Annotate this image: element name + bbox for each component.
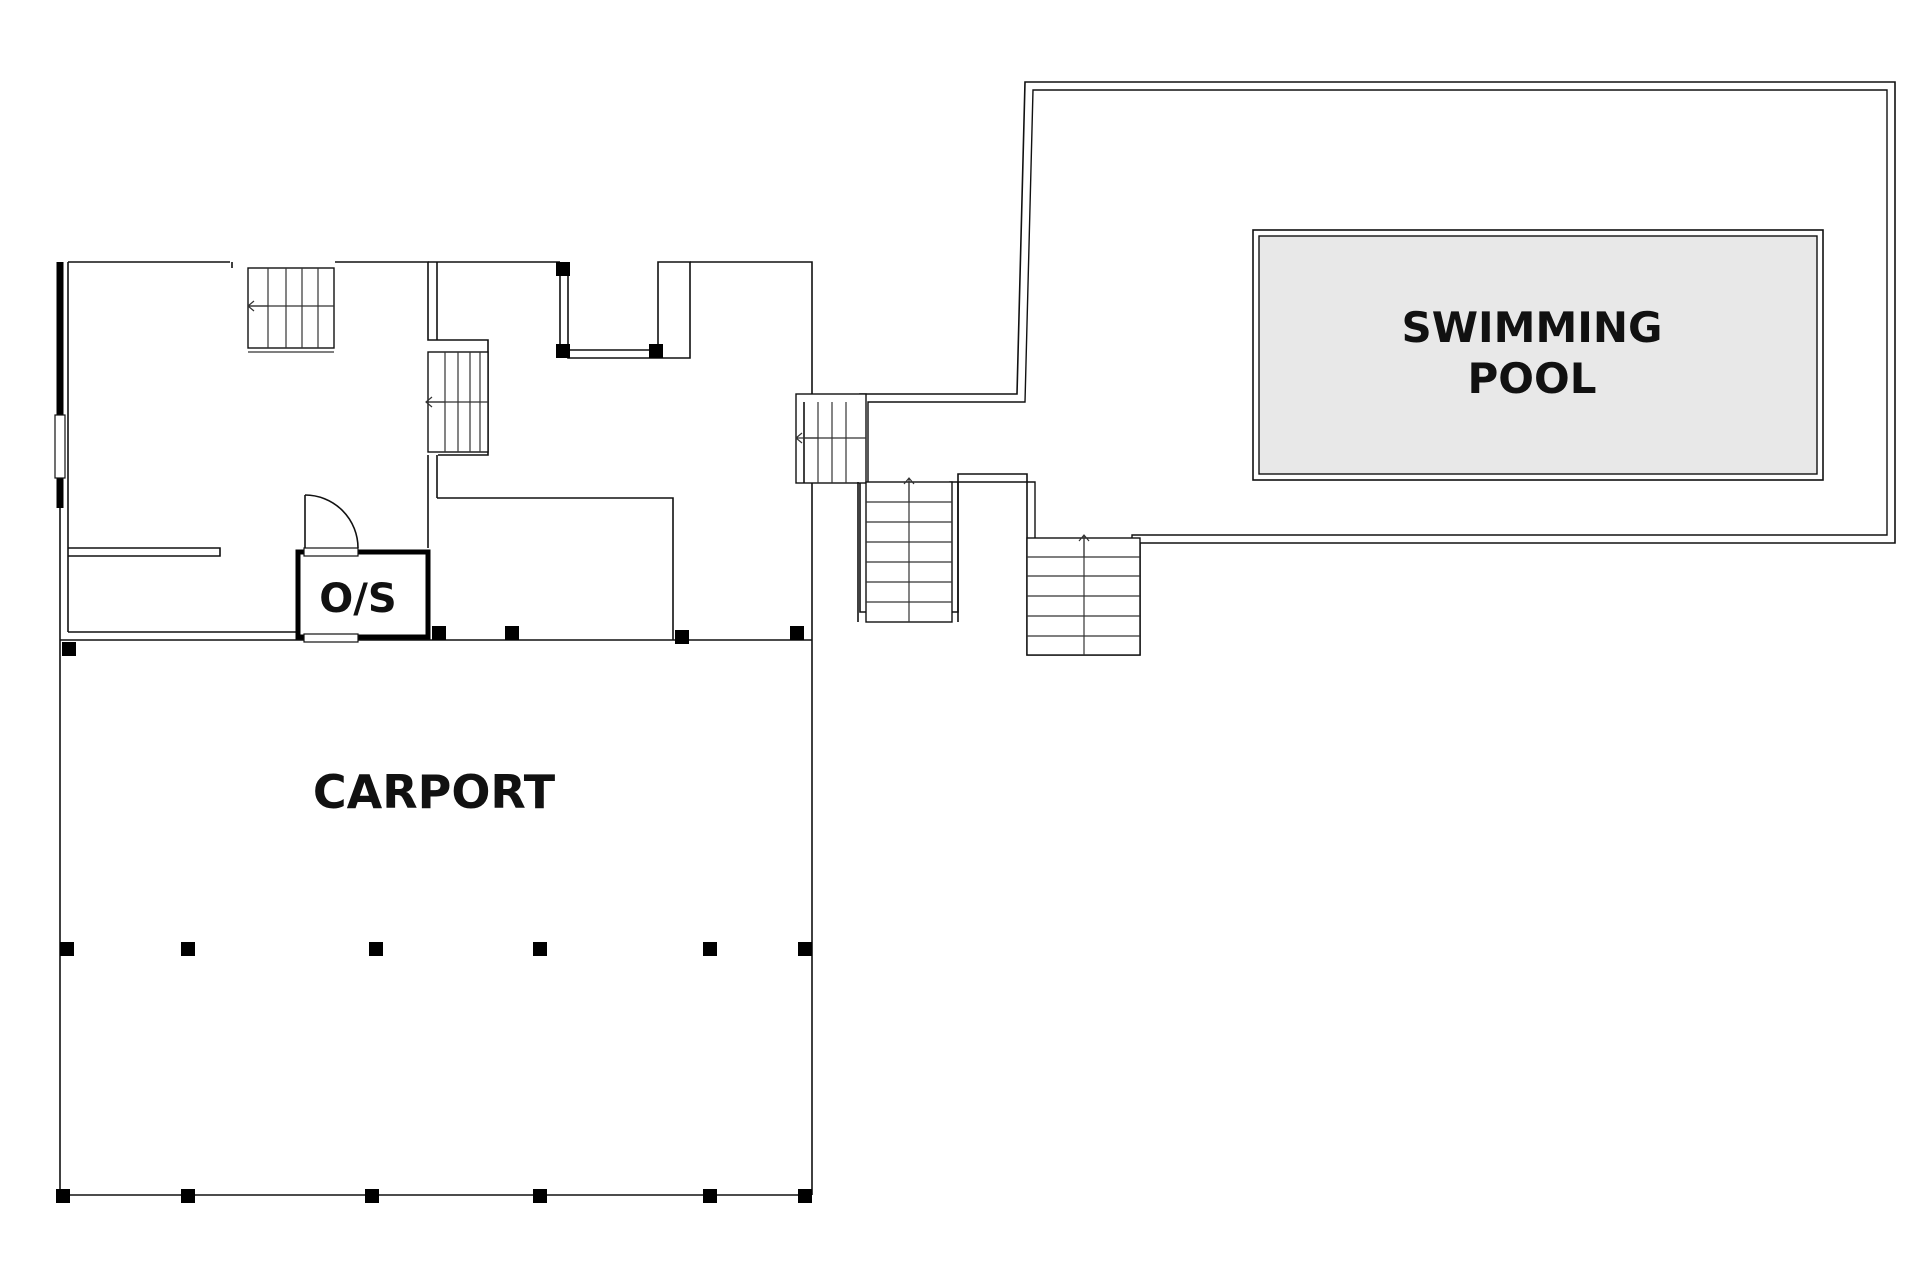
outdoor-storage: O/S	[295, 547, 431, 643]
stair-center	[425, 351, 489, 453]
stair-right-down	[1026, 534, 1141, 656]
window	[54, 414, 66, 479]
carport-label: CARPORT	[313, 765, 556, 819]
carport: CARPORT	[59, 640, 813, 1196]
outdoor-storage-label: O/S	[319, 576, 396, 622]
swimming-pool-label-line2: POOL	[1468, 354, 1597, 403]
stair-deck-landing	[795, 393, 867, 484]
swimming-pool-label-line1: SWIMMING	[1401, 303, 1662, 352]
structural-posts	[56, 262, 812, 1203]
stair-top-left	[247, 267, 335, 353]
swimming-pool: SWIMMING POOL	[1252, 229, 1824, 481]
stair-center-down	[857, 477, 959, 623]
door-swing	[304, 494, 359, 549]
